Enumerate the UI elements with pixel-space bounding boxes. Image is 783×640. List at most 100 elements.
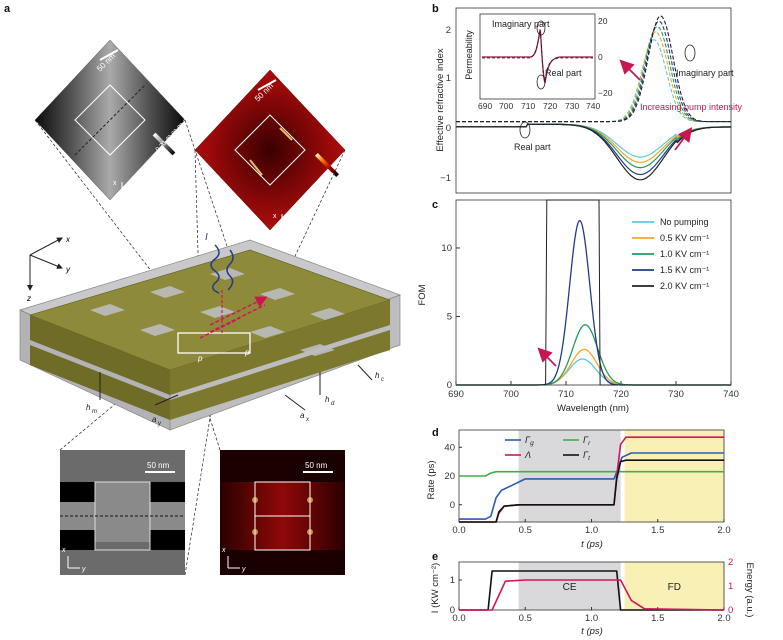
svg-text:y: y — [81, 566, 86, 573]
svg-text:50 nm: 50 nm — [147, 461, 170, 470]
b-imag-label: Imaginary part — [676, 68, 734, 78]
c-curves — [456, 199, 731, 386]
c-pump-arrow — [537, 347, 557, 367]
c-ylabel: FOM — [417, 284, 428, 305]
b-ylabel: Effective refractive index — [435, 48, 446, 152]
time-band — [518, 562, 621, 610]
scale-bar — [99, 49, 119, 61]
svg-text:y: y — [65, 265, 71, 274]
field-map-gray-bottom: 50 nm x y — [60, 450, 185, 575]
svg-text:20: 20 — [326, 171, 336, 181]
svg-text:d: d — [331, 401, 335, 407]
c-xlabel: Wavelength (nm) — [557, 403, 629, 414]
svg-text:700: 700 — [499, 101, 513, 111]
svg-text:y: y — [157, 421, 162, 427]
panel-label-a: a — [4, 3, 11, 15]
svg-text:1: 1 — [446, 73, 451, 84]
c-legend-label: 0.5 KV cm⁻¹ — [660, 233, 709, 243]
svg-text:50 nm: 50 nm — [305, 461, 328, 470]
field-map-red-bottom: 50 nm x y — [220, 450, 345, 575]
xtick-label: 2.0 — [717, 525, 730, 536]
ytick-label: 40 — [444, 442, 455, 453]
d-legend-label: Γg — [525, 435, 534, 447]
d-curves — [459, 436, 724, 523]
b-pump-arrow-2 — [674, 127, 693, 151]
b-yticks: 2 1 0 −1 — [440, 25, 451, 184]
c-xtick-label: 740 — [723, 389, 739, 400]
svg-text:0: 0 — [156, 163, 160, 170]
svg-text:−1: −1 — [440, 173, 451, 184]
svg-text:0: 0 — [446, 123, 451, 134]
c-legend-label: No pumping — [660, 217, 709, 227]
panel-label-d: d — [432, 427, 439, 439]
time-band — [624, 430, 724, 522]
time-curve — [459, 452, 724, 520]
c-ytick-label: 5 — [447, 311, 452, 322]
svg-text:35: 35 — [342, 153, 352, 163]
svg-text:a: a — [152, 415, 157, 424]
svg-text:x: x — [61, 547, 66, 554]
ytick-label: 1 — [450, 575, 455, 586]
ytick2-label: 0 — [728, 605, 733, 616]
time-curve — [459, 579, 725, 611]
svg-text:z: z — [26, 294, 31, 303]
c-ytick-label: 0 — [447, 380, 452, 391]
svg-text:m: m — [92, 409, 97, 415]
unit-cell-outline — [177, 332, 251, 354]
svg-text:x: x — [65, 235, 71, 244]
b-pump-arrow-1 — [619, 59, 641, 81]
e-ylabel2: Energy (a.u.) — [744, 563, 755, 618]
svg-text:0.8: 0.8 — [172, 124, 184, 136]
band-label: FD — [668, 582, 681, 593]
c-legend-label: 2.0 KV cm⁻¹ — [660, 281, 709, 291]
c-curve — [456, 324, 731, 386]
xtick-label: 0.0 — [452, 613, 465, 624]
svg-text:x: x — [113, 180, 117, 187]
xtick-label: 1.0 — [585, 613, 598, 624]
colorbar-hot — [314, 152, 340, 178]
c-xtick-label: 730 — [668, 389, 684, 400]
svg-text:0: 0 — [598, 52, 603, 62]
c-xtick-label: 690 — [448, 389, 464, 400]
svg-text:h: h — [86, 403, 91, 412]
panel-label-b: b — [432, 3, 439, 15]
b-imag-curve — [456, 15, 731, 123]
svg-text:a: a — [300, 411, 305, 420]
field-map-gray-top: 50 nm 0 0.2 0.4 0.6 0.8 0.95 x y — [34, 39, 193, 201]
time-band — [518, 430, 621, 522]
inset-imag-label: Imaginary part — [492, 19, 550, 29]
xtick-label: 0.5 — [519, 525, 532, 536]
d-bands — [518, 430, 724, 522]
d-legend-label: Γr — [583, 435, 591, 447]
svg-text:h: h — [325, 395, 330, 404]
inset-real-label: Real part — [545, 68, 582, 78]
ytick-label: 0 — [450, 605, 455, 616]
svg-text:y: y — [241, 566, 246, 573]
svg-text:c: c — [381, 377, 384, 383]
svg-text:740: 740 — [586, 101, 600, 111]
c-legend-label: 1.0 KV cm⁻¹ — [660, 249, 709, 259]
svg-text:710: 710 — [521, 101, 535, 111]
axes-icon — [121, 182, 133, 194]
c-xtick-label: 720 — [613, 389, 629, 400]
svg-text:x: x — [305, 417, 310, 423]
svg-text:0.6: 0.6 — [166, 130, 178, 142]
b-real-label: Real part — [514, 142, 551, 152]
d-legend-label: Λ — [524, 450, 531, 460]
colorbar-gray — [152, 132, 176, 156]
svg-text:720: 720 — [543, 101, 557, 111]
svg-text:10: 10 — [318, 181, 328, 191]
svg-text:730: 730 — [565, 101, 579, 111]
b-inset: Permeability Imaginary part Real part 20… — [464, 13, 613, 111]
svg-text:690: 690 — [478, 101, 492, 111]
ytick2-label: 1 — [728, 581, 733, 592]
c-curve — [456, 220, 731, 386]
xtick-label: 1.5 — [651, 613, 664, 624]
b-real-marker — [519, 121, 531, 139]
svg-text:0: 0 — [318, 205, 322, 212]
xtick-label: 1.0 — [585, 525, 598, 536]
